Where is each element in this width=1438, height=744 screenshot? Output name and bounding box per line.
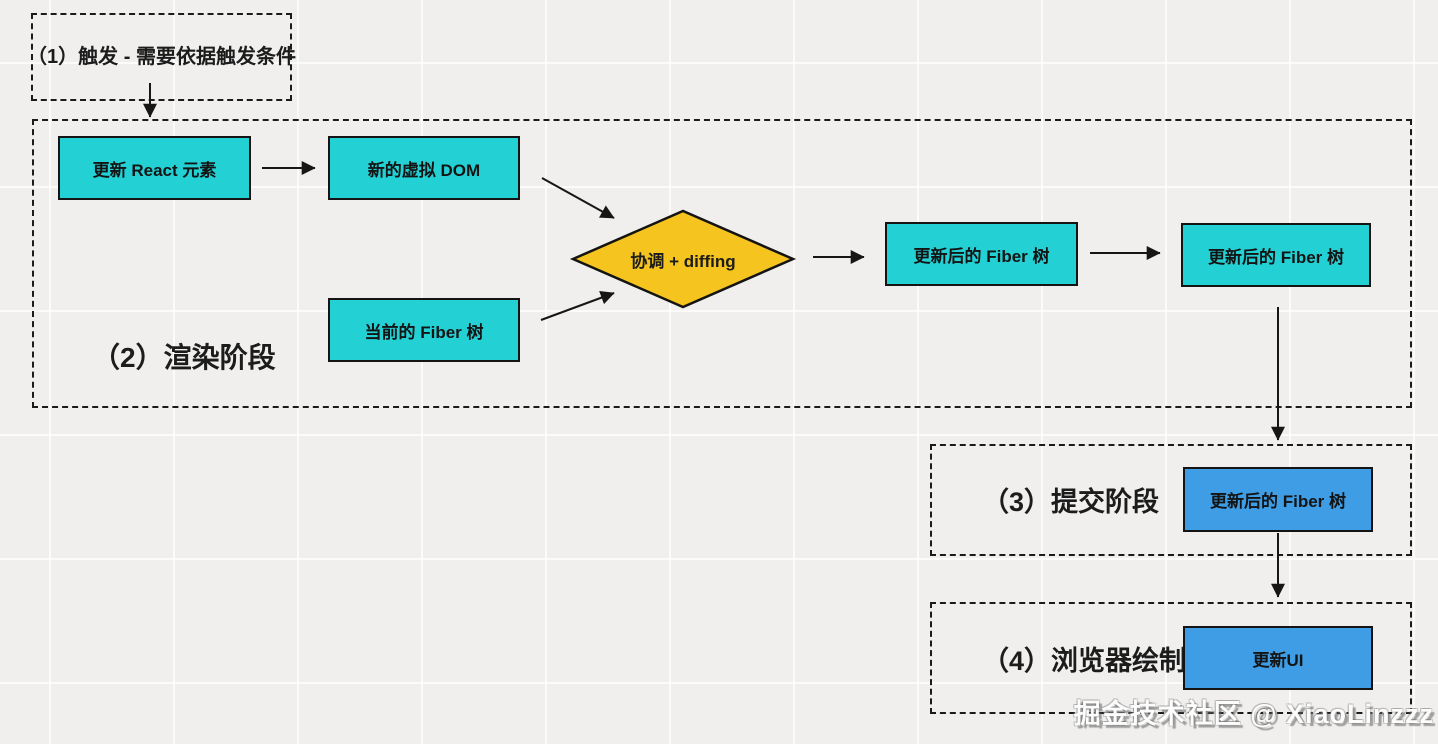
stage-label-trigger: （1）触发 - 需要依据触发条件 [27,46,296,68]
node-new-virtual-dom: 新的虚拟 DOM [328,136,520,200]
stage-label-commit: （3）提交阶段 [982,487,1160,517]
node-update-ui: 更新UI [1183,626,1373,690]
node-updated-fiber-tree-commit: 更新后的 Fiber 树 [1183,467,1373,532]
stage-label-render: （2）渲染阶段 [92,342,276,373]
node-updated-fiber-tree-1: 更新后的 Fiber 树 [885,222,1078,286]
node-updated-fiber-tree-2: 更新后的 Fiber 树 [1181,223,1371,287]
watermark-text: 掘金技术社区 @ XiaoLinzzz [1073,699,1434,729]
stage-box-commit [930,444,1412,556]
stage-box-trigger: （1）触发 - 需要依据触发条件 [27,13,296,101]
node-label: 当前的 Fiber 树 [364,322,484,342]
stage-label-paint: （4）浏览器绘制 [982,646,1187,676]
stage-box-paint [930,602,1412,714]
stage-box-render [32,119,1412,408]
node-update-react-element: 更新 React 元素 [58,136,251,200]
node-label: 更新UI [1252,650,1304,670]
node-label: 新的虚拟 DOM [367,160,481,180]
node-label: 更新 React 元素 [92,160,217,180]
node-label: 更新后的 Fiber 树 [913,246,1050,266]
node-label: 更新后的 Fiber 树 [1209,492,1346,511]
node-current-fiber-tree: 当前的 Fiber 树 [328,298,520,362]
node-reconcile-label: 协调 + diffing [630,251,736,271]
node-label: 更新后的 Fiber 树 [1207,247,1344,267]
